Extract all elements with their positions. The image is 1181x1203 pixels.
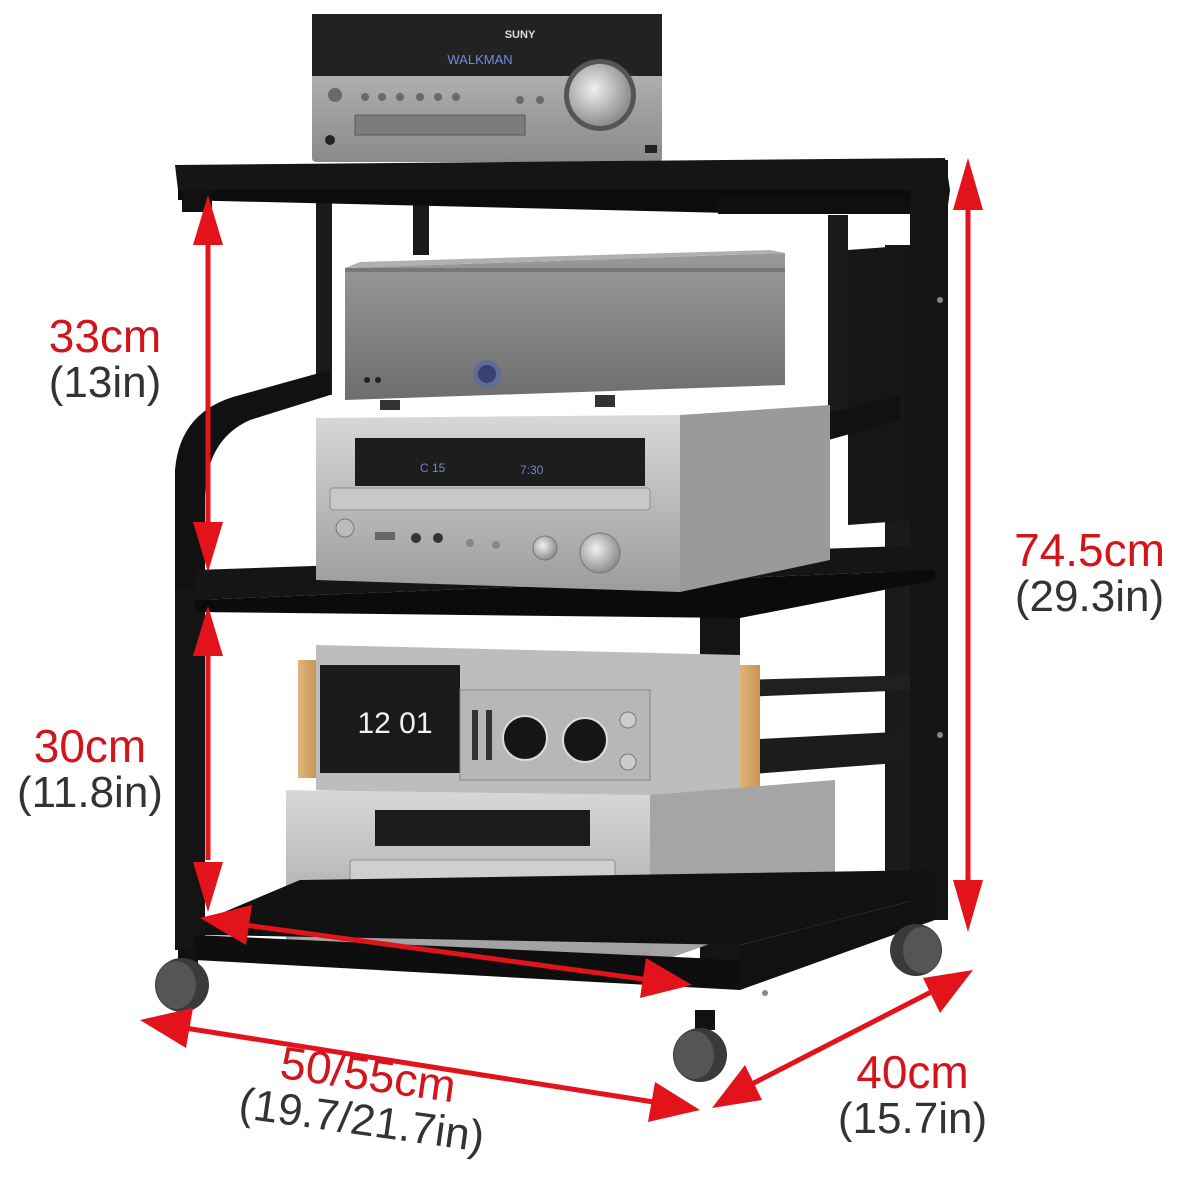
arrow-top-gap (193, 195, 223, 572)
label-depth: 40cm (15.7in) (820, 1048, 1005, 1142)
label-total-height: 74.5cm (29.3in) (998, 526, 1181, 620)
cd-player: C 15 7:30 (316, 405, 830, 592)
label-top-gap: 33cm (13in) (30, 312, 180, 406)
arrow-inner-width (200, 905, 692, 998)
arrow-bottom-gap (193, 606, 223, 912)
caster-back-right (890, 924, 942, 976)
top-shelf (175, 158, 950, 214)
amplifier (345, 250, 785, 410)
receiver-brand: SUNY (505, 29, 536, 41)
top-gap-metric: 33cm (48, 310, 162, 362)
depth-metric: 40cm (856, 1046, 969, 1098)
bottom-shelf (195, 870, 935, 996)
top-receiver: SUNY WALKMAN (312, 14, 662, 162)
total-height-imperial: (29.3in) (1014, 572, 1165, 622)
casters (155, 924, 942, 1082)
receiver-display: WALKMAN (447, 52, 512, 67)
arrow-total-height (953, 158, 983, 932)
total-height-metric: 74.5cm (1014, 524, 1165, 576)
top-gap-imperial: (13in) (48, 358, 162, 408)
bottom-gap-imperial: (11.8in) (17, 768, 163, 818)
bottom-gap-metric: 30cm (33, 720, 147, 772)
cd-display-right: 7:30 (520, 463, 544, 477)
flip-clock-time: 12 01 (357, 707, 432, 740)
caster-front-right (673, 1010, 727, 1082)
depth-imperial: (15.7in) (837, 1094, 988, 1144)
flip-clock-radio: 12 01 (298, 645, 760, 805)
dimension-arrows (140, 158, 983, 1122)
caster-front-left (155, 950, 209, 1012)
label-bottom-gap: 30cm (11.8in) (0, 722, 180, 816)
arrow-depth (712, 970, 973, 1108)
cd-display-left: C 15 (420, 461, 446, 475)
arrow-width (140, 1008, 700, 1122)
